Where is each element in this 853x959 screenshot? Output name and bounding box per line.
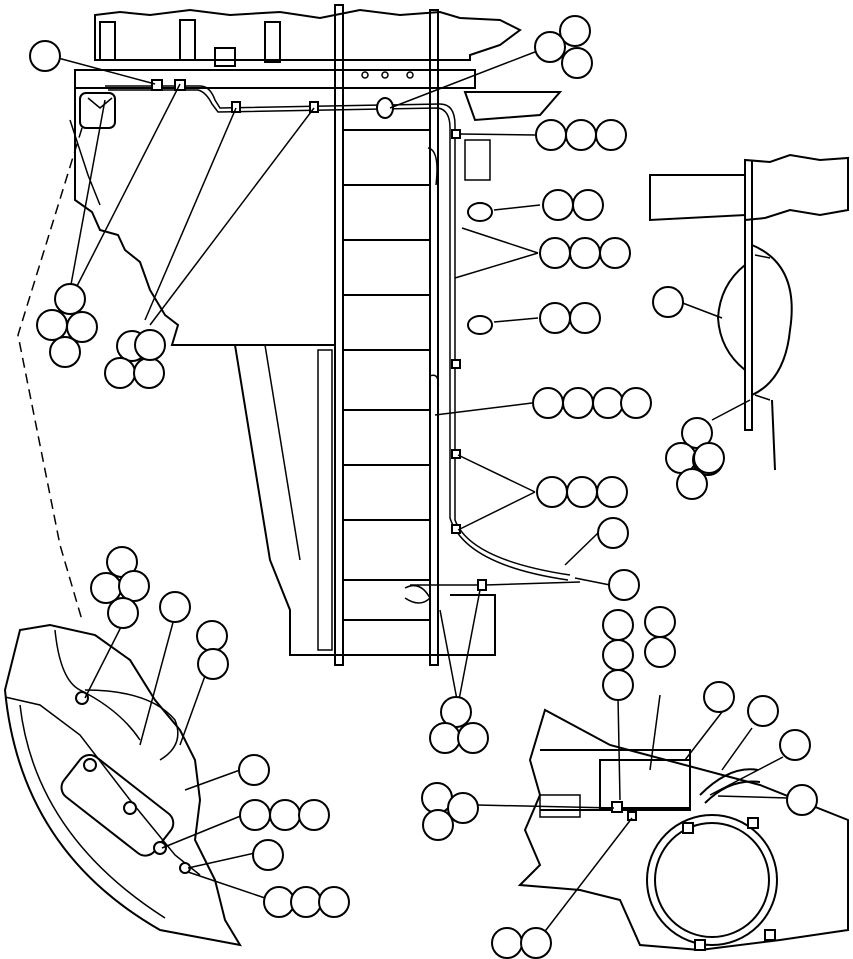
callout-balloon-g08-4[interactable] xyxy=(620,387,652,419)
callout-balloon-g12-2[interactable] xyxy=(36,309,68,341)
callout-balloon-g20-1[interactable] xyxy=(238,754,270,786)
arc-housing-detail xyxy=(3,623,243,947)
callout-balloon-extra-6[interactable] xyxy=(786,784,818,816)
callout-balloon-g22-1[interactable] xyxy=(263,886,295,918)
callout-balloon-g03-3[interactable] xyxy=(595,119,627,151)
callout-balloon-g28-1[interactable] xyxy=(602,609,634,641)
callout-balloon-g06-2[interactable] xyxy=(569,302,601,334)
callout-balloon-extra-4[interactable] xyxy=(491,927,523,959)
callout-balloon-g21-3[interactable] xyxy=(298,799,330,831)
callout-balloon-g19-3[interactable] xyxy=(197,648,229,680)
callout-balloon-g11-1[interactable] xyxy=(608,569,640,601)
callout-balloons xyxy=(29,15,818,959)
callout-balloon-g08-1[interactable] xyxy=(532,387,564,419)
callout-balloon-g29-2[interactable] xyxy=(644,636,676,668)
callout-balloon-g08-2[interactable] xyxy=(562,387,594,419)
callout-balloon-g01-1[interactable] xyxy=(29,40,61,72)
callout-balloon-g25-1[interactable] xyxy=(703,681,735,713)
callout-balloon-extra-3[interactable] xyxy=(422,809,454,841)
callout-balloon-g12-1[interactable] xyxy=(54,283,86,315)
callout-balloon-extra-5[interactable] xyxy=(520,927,552,959)
callout-balloon-g10-1[interactable] xyxy=(597,517,629,549)
callout-balloon-g05-1[interactable] xyxy=(539,237,571,269)
callout-balloon-g12-3[interactable] xyxy=(66,311,98,343)
callout-balloon-g02-1[interactable] xyxy=(559,15,591,47)
callout-balloon-g09-3[interactable] xyxy=(596,476,628,508)
callout-balloon-g19-1[interactable] xyxy=(159,591,191,623)
callout-balloon-g22-3[interactable] xyxy=(318,886,350,918)
callout-balloon-g17-2[interactable] xyxy=(118,570,150,602)
callout-balloon-g04-2[interactable] xyxy=(572,189,604,221)
callout-balloon-g29-1[interactable] xyxy=(644,606,676,638)
callout-balloon-g05-3[interactable] xyxy=(599,237,631,269)
callout-balloon-g08-3[interactable] xyxy=(592,387,624,419)
callout-balloon-g03-2[interactable] xyxy=(565,119,597,151)
callout-balloon-g23-3[interactable] xyxy=(457,722,489,754)
callout-balloon-g18-1[interactable] xyxy=(107,597,139,629)
main-frame-assembly xyxy=(17,4,581,666)
callout-balloon-g05-2[interactable] xyxy=(569,237,601,269)
callout-balloon-g22-2[interactable] xyxy=(290,886,322,918)
callout-balloon-g23-2[interactable] xyxy=(429,722,461,754)
callout-balloon-g28-2[interactable] xyxy=(602,639,634,671)
callout-balloon-g03-1[interactable] xyxy=(535,119,567,151)
callout-balloon-g21-2[interactable] xyxy=(269,799,301,831)
callout-balloon-g09-2[interactable] xyxy=(566,476,598,508)
callout-balloon-extra-2[interactable] xyxy=(447,792,479,824)
callout-balloon-g15-3[interactable] xyxy=(676,468,708,500)
callout-balloon-g26-1[interactable] xyxy=(747,695,779,727)
callout-balloon-g28-3[interactable] xyxy=(602,669,634,701)
callout-balloon-g09-1[interactable] xyxy=(536,476,568,508)
callout-balloon-g06-1[interactable] xyxy=(539,302,571,334)
callout-balloon-g07-1[interactable] xyxy=(652,286,684,318)
callout-balloon-g15-2[interactable] xyxy=(693,442,725,474)
callout-balloon-g21-1[interactable] xyxy=(239,799,271,831)
callout-balloon-g24-1[interactable] xyxy=(252,839,284,871)
callout-balloon-g02-3[interactable] xyxy=(561,47,593,79)
callout-balloon-g13-2[interactable] xyxy=(104,357,136,389)
callout-balloon-g27-1[interactable] xyxy=(779,729,811,761)
callout-balloon-g13-3[interactable] xyxy=(133,357,165,389)
callout-balloon-g13-4[interactable] xyxy=(134,329,166,361)
lamp-detail-view xyxy=(649,153,849,471)
callout-balloon-g19-2[interactable] xyxy=(196,620,228,652)
leader-lines xyxy=(57,49,789,944)
callout-balloon-g04-1[interactable] xyxy=(542,189,574,221)
callout-balloon-g02-2[interactable] xyxy=(534,31,566,63)
callout-balloon-g12-4[interactable] xyxy=(49,336,81,368)
